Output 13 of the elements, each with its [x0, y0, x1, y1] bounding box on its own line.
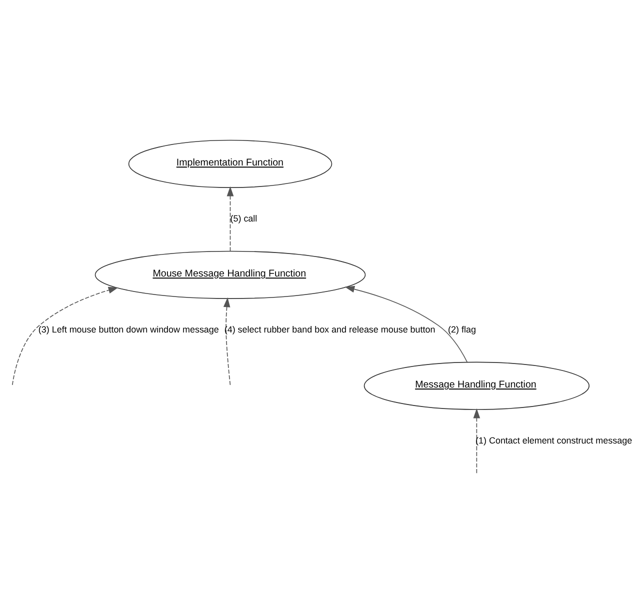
edge-label: (5) call	[230, 213, 258, 224]
node-ellipse: Implementation Function	[128, 139, 332, 188]
arrow	[473, 408, 480, 473]
edge-label: (4) select rubber band box and release mouse button	[224, 324, 436, 334]
arrow	[344, 285, 468, 362]
node-ellipse: Message Handling Function	[364, 361, 590, 410]
edge-label: (2) flag	[448, 324, 476, 334]
arrow	[12, 286, 118, 385]
arrow	[226, 186, 234, 252]
node-ellipse: Mouse Message Handling Function	[94, 250, 366, 298]
edge-label: (3) Left mouse button down window message	[38, 324, 219, 334]
edge-label: (1) Contact element construct message	[476, 435, 632, 446]
arrow	[223, 296, 231, 385]
